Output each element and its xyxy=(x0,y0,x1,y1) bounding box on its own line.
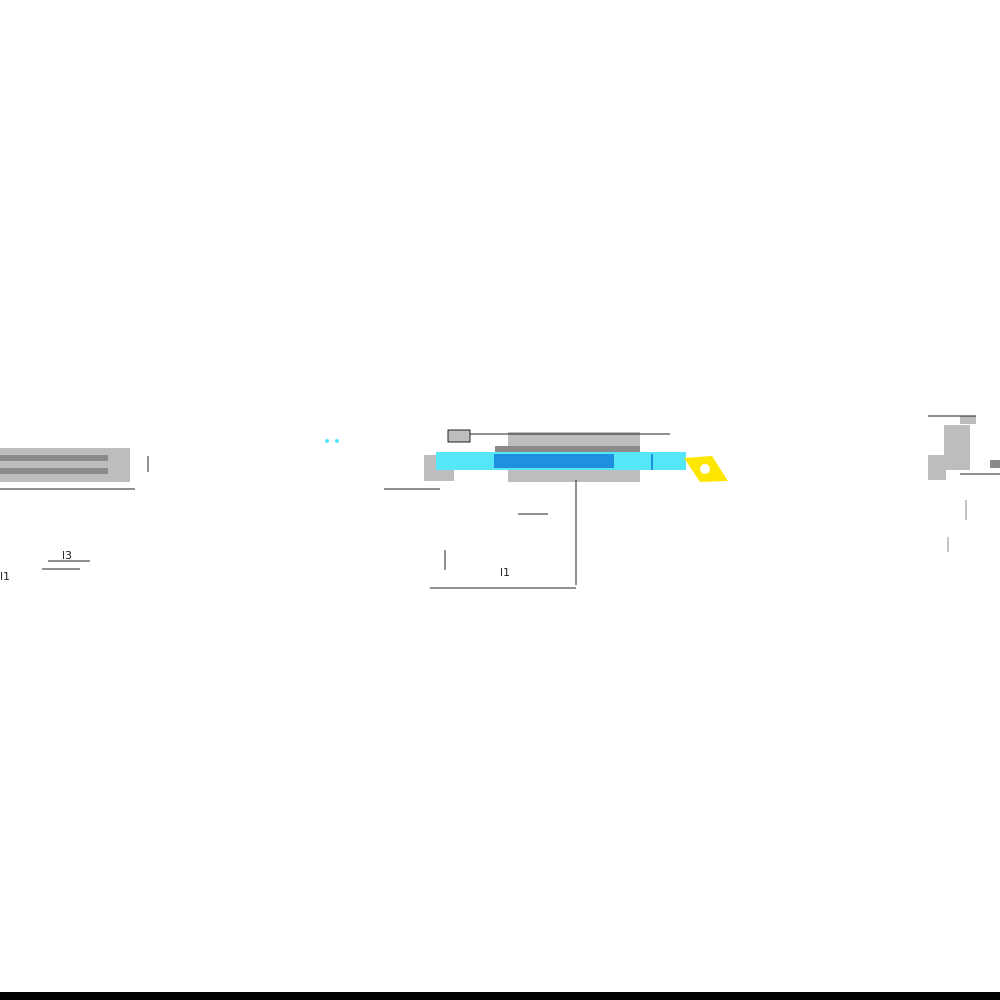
clamp xyxy=(447,429,471,443)
center-view: l1 xyxy=(325,429,728,589)
holder-stripe xyxy=(0,455,108,461)
marker-dot xyxy=(325,439,329,443)
holder-section xyxy=(944,425,970,470)
holder-section xyxy=(928,455,946,480)
right-view xyxy=(928,415,1000,552)
insert-hole xyxy=(700,464,710,474)
dimension-label-l3: l3 xyxy=(62,549,72,562)
insert-section xyxy=(990,460,1000,468)
holder-stripe xyxy=(0,468,108,474)
marker-dot xyxy=(335,439,339,443)
coolant-core xyxy=(494,454,614,468)
dimension-label-l1: l1 xyxy=(0,570,10,583)
left-view: l3 l1 xyxy=(0,448,149,583)
dimension-label-l1: l1 xyxy=(500,566,510,579)
holder-body xyxy=(0,448,130,482)
holder-top xyxy=(960,416,976,424)
shank-dark xyxy=(495,446,640,454)
bottom-bar xyxy=(0,992,1000,1000)
